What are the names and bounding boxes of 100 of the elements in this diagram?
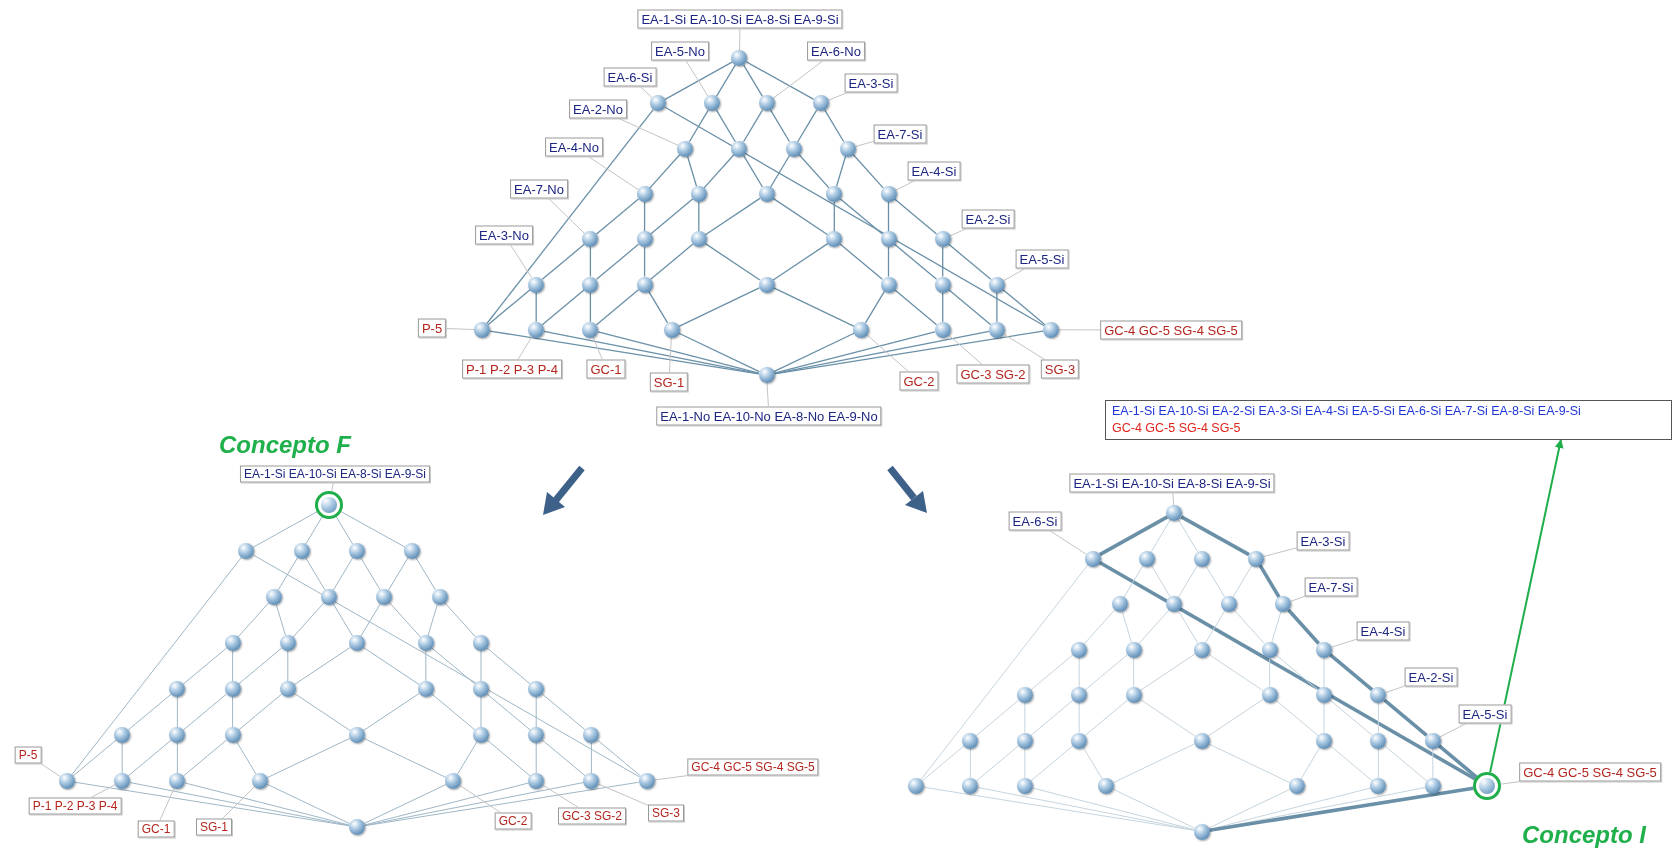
- lattice-edge: [183, 739, 227, 777]
- lattice-node: [1220, 596, 1237, 612]
- lattice-node: [785, 140, 802, 157]
- concept-label: EA-7-Si: [873, 124, 927, 144]
- lattice-edge: [894, 289, 938, 326]
- lattice-node: [583, 727, 600, 743]
- lattice-edge: [127, 739, 172, 777]
- leader-line: [1385, 685, 1406, 693]
- lattice-edge: [798, 153, 830, 189]
- lattice-edge: [431, 693, 476, 731]
- lattice-edge: [773, 330, 990, 375]
- leader-line: [654, 775, 689, 781]
- lattice-node: [1139, 550, 1156, 567]
- lattice-edge: [595, 289, 640, 326]
- lattice-edge: [1113, 788, 1195, 829]
- leader-line: [1003, 268, 1026, 282]
- lattice-edge: [835, 155, 847, 187]
- lattice-node: [988, 321, 1005, 338]
- lattice-node: [650, 95, 667, 112]
- lattice-edge: [664, 106, 1045, 327]
- lattice-node: [252, 773, 269, 789]
- lattice-edge: [183, 647, 227, 685]
- lattice-node: [582, 321, 599, 338]
- lattice-edge: [389, 602, 421, 638]
- lattice-edge: [948, 289, 992, 326]
- lattice-edge: [742, 109, 764, 143]
- lattice-edge: [1233, 609, 1265, 645]
- leader-line: [598, 783, 649, 806]
- lattice-edge: [686, 155, 698, 187]
- lattice-node: [1370, 778, 1387, 794]
- concept-label: GC-1: [137, 820, 175, 838]
- object-list: GC-4 GC-5 SG-4 SG-5: [1112, 420, 1665, 437]
- lattice-edge: [773, 287, 855, 327]
- concept-label: SG-1: [196, 818, 232, 836]
- lattice-node: [224, 727, 241, 743]
- lattice-node: [1084, 550, 1101, 567]
- lattice-edge: [887, 246, 890, 278]
- lattice-node: [528, 727, 545, 743]
- lattice-edge: [535, 291, 537, 323]
- leader-line: [517, 336, 533, 360]
- concept-label: EA-2-Si: [961, 209, 1015, 229]
- lattice-edge: [976, 745, 1020, 782]
- lattice-node: [348, 543, 365, 559]
- lattice-edge: [742, 154, 764, 188]
- lattice-node: [636, 231, 653, 248]
- lattice-node: [293, 543, 310, 559]
- attribute-list: EA-1-Si EA-10-Si EA-2-Si EA-3-Si EA-4-Si EA-5-Si EA-6-Si EA-7-Si EA-8-Si EA-9-Si: [1112, 403, 1665, 420]
- lattice-edge: [364, 781, 640, 827]
- lattice-edge: [363, 737, 447, 779]
- lattice-edge: [541, 289, 585, 326]
- lattice-edge: [1384, 745, 1428, 782]
- highlighted-lattice-node: [1473, 772, 1502, 800]
- lattice-node: [1370, 732, 1387, 749]
- lattice-edge: [1030, 654, 1074, 691]
- lattice-edge: [232, 696, 234, 728]
- lattice-node: [880, 276, 897, 293]
- lattice-node: [677, 140, 694, 157]
- leader-line: [1290, 595, 1306, 602]
- lattice-node: [169, 681, 186, 697]
- lattice-node: [473, 727, 489, 743]
- lattice-edge: [1030, 699, 1074, 736]
- concept-label: SG-3: [1040, 359, 1080, 379]
- lattice-edge: [742, 64, 764, 98]
- lattice-edge: [541, 739, 586, 777]
- lattice-node: [1193, 823, 1210, 840]
- lattice-node: [1288, 778, 1305, 794]
- lattice-node: [1261, 641, 1278, 658]
- leader-line: [459, 784, 501, 813]
- concept-label: EA-7-No: [510, 179, 568, 199]
- lattice-node: [731, 140, 748, 157]
- lattice-node: [114, 773, 131, 789]
- lattice-edge: [1205, 564, 1226, 598]
- lattice-edge: [852, 153, 884, 189]
- concept-label: EA-1-Si EA-10-Si EA-8-Si EA-9-Si: [1069, 473, 1275, 493]
- lattice-edge: [183, 693, 227, 731]
- concept-label: EA-4-Si: [907, 161, 961, 181]
- lattice-edge: [176, 696, 178, 728]
- lattice-node: [279, 635, 296, 651]
- lattice-edge: [1178, 564, 1198, 598]
- lattice-edge: [1150, 519, 1171, 553]
- lattice-edge: [894, 198, 938, 235]
- lattice-node: [962, 732, 979, 749]
- concept-label: EA-1-No EA-10-No EA-8-No EA-9-No: [656, 406, 882, 426]
- lattice-node: [638, 773, 655, 789]
- lattice-node: [1098, 778, 1115, 794]
- lattice-node: [908, 778, 924, 794]
- lattice-edge: [839, 198, 883, 235]
- concept-extent-box: [1105, 400, 1672, 440]
- lattice-edge: [650, 198, 694, 235]
- lattice-node: [528, 773, 545, 789]
- lattice-edge: [698, 201, 700, 232]
- lattice-edge: [1232, 564, 1253, 598]
- lattice-edge: [1032, 787, 1195, 830]
- arrow: [1489, 439, 1564, 774]
- lattice-edge: [480, 650, 482, 682]
- lattice-node: [224, 635, 241, 651]
- concept-label: GC-2: [899, 371, 939, 391]
- concept-caption: Concepto F: [219, 431, 351, 459]
- lattice-edge: [72, 739, 117, 777]
- lattice-edge: [480, 696, 482, 728]
